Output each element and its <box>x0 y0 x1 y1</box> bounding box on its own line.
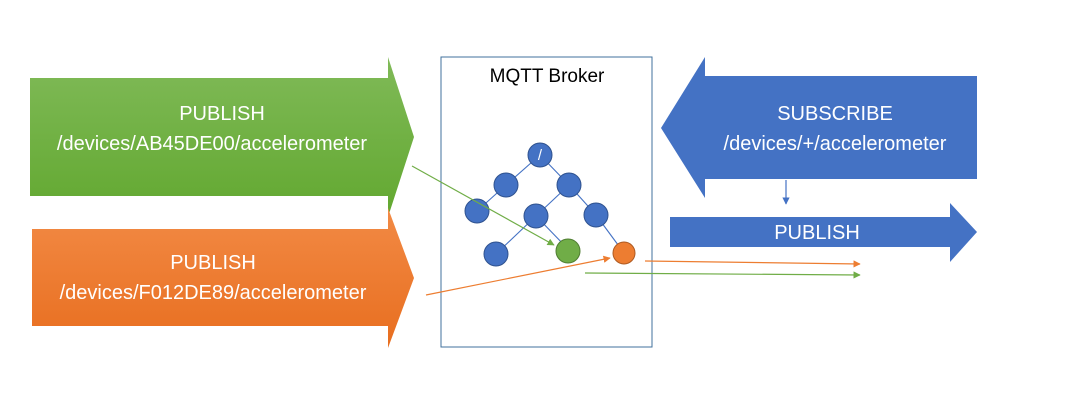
green-message-in <box>411 165 555 246</box>
tree-node <box>483 241 509 267</box>
tree-root-label: / <box>538 147 543 164</box>
publish-green-title: PUBLISH <box>179 103 265 125</box>
publish-out-arrow: PUBLISH <box>670 203 977 262</box>
green-message-out <box>584 271 861 279</box>
publish-orange-title: PUBLISH <box>170 252 256 274</box>
publish-green-topic: /devices/AB45DE00/accelerometer <box>57 133 367 155</box>
tree-root-node: / <box>527 142 553 168</box>
publish-out-label: PUBLISH <box>774 222 860 244</box>
tree-node <box>556 172 582 198</box>
orange-message-in <box>425 255 611 296</box>
subscribe-title: SUBSCRIBE <box>777 103 893 125</box>
orange-message-out <box>644 260 861 268</box>
publish-orange-topic: /devices/F012DE89/accelerometer <box>60 282 367 304</box>
subscribe-arrow: SUBSCRIBE /devices/+/accelerometer <box>661 57 977 198</box>
publish-orange-arrow: PUBLISH /devices/F012DE89/accelerometer <box>32 208 414 348</box>
tree-leaf-green <box>555 238 581 264</box>
tree-node <box>493 172 519 198</box>
subscribe-topic: /devices/+/accelerometer <box>724 133 947 155</box>
publish-green-arrow: PUBLISH /devices/AB45DE00/accelerometer <box>30 57 414 217</box>
topic-tree-nodes: / <box>464 142 636 267</box>
broker-title: MQTT Broker <box>490 66 605 87</box>
tree-leaf-orange <box>612 241 636 265</box>
tree-node <box>523 203 549 229</box>
tree-node <box>583 202 609 228</box>
